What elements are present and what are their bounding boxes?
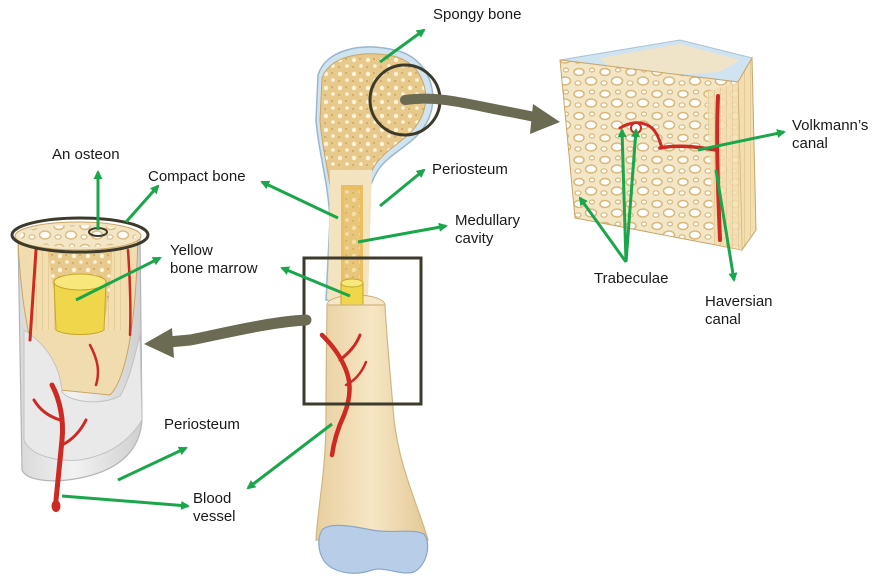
label-blood-vessel: Blood vessel <box>193 490 236 526</box>
label-haversian-canal: Haversian canal <box>705 293 773 329</box>
arrow-blood-vessel-center <box>248 424 332 488</box>
arrow-blood-vessel-left <box>62 496 188 506</box>
arrow-compact-bone-left <box>126 186 158 222</box>
label-trabeculae: Trabeculae <box>594 270 669 288</box>
label-yellow-bone-marrow: Yellow bone marrow <box>170 242 258 278</box>
label-an-osteon: An osteon <box>52 146 120 164</box>
label-compact-bone: Compact bone <box>148 168 246 186</box>
compact-bone-cylinder <box>15 222 142 512</box>
label-periosteum-bottom: Periosteum <box>164 416 240 434</box>
arrow-medullary-cavity <box>358 226 446 242</box>
label-spongy-bone: Spongy bone <box>433 6 521 24</box>
label-periosteum-top: Periosteum <box>432 161 508 179</box>
long-bone <box>316 47 433 573</box>
label-volkmanns-canal: Volkmann’s canal <box>792 117 868 153</box>
label-medullary-cavity: Medullary cavity <box>455 212 520 248</box>
arrow-periosteum-top <box>380 170 424 206</box>
callout-arrow-left <box>168 320 306 342</box>
